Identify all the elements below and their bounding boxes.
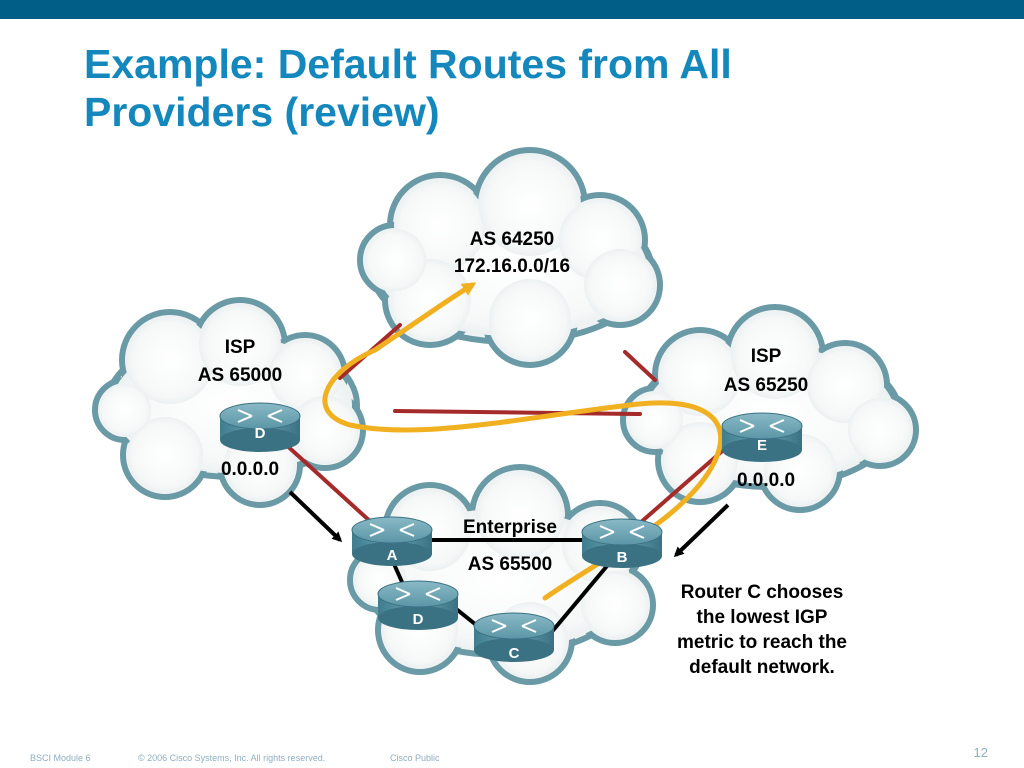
cloud-as64250 xyxy=(357,147,663,368)
router-isp-right: E xyxy=(721,412,803,462)
router-c: C xyxy=(473,612,555,662)
enterprise-as-label: AS 65500 xyxy=(468,554,553,575)
note-line-4: default network. xyxy=(689,657,835,678)
as64250-label-as: AS 64250 xyxy=(470,229,555,250)
router-d-enterprise: D xyxy=(377,580,459,630)
default-route-arrow-left xyxy=(288,490,343,543)
link-isp-left-to-isp-right xyxy=(393,409,642,416)
router-isp-left-label: D xyxy=(255,425,266,442)
footer-module: BSCI Module 6 xyxy=(30,753,91,763)
note-line-1: Router C chooses xyxy=(681,582,844,603)
isp-right-label-as: AS 65250 xyxy=(724,375,809,396)
top-banner xyxy=(0,0,1024,19)
slide-title-line-2: Providers (review) xyxy=(84,89,440,135)
enterprise-label: Enterprise xyxy=(463,517,557,538)
router-arrows-icon xyxy=(491,619,537,633)
isp-right-label-isp: ISP xyxy=(751,346,782,367)
router-isp-right-label: E xyxy=(757,437,767,454)
slide-title-line-1: Example: Default Routes from All xyxy=(84,41,732,87)
router-c-note: Router C chooses the lowest IGP metric t… xyxy=(677,582,847,678)
router-d-enterprise-label: D xyxy=(413,611,424,628)
link-e-to-as64250 xyxy=(623,350,657,382)
isp-left-label-as: AS 65000 xyxy=(198,365,283,386)
router-b: B xyxy=(581,518,663,568)
slide-title: Example: Default Routes from All Provide… xyxy=(84,40,984,136)
footer-copyright: © 2006 Cisco Systems, Inc. All rights re… xyxy=(138,753,326,763)
router-arrows-icon xyxy=(395,587,441,601)
as64250-label-prefix: 172.16.0.0/16 xyxy=(454,256,570,277)
router-arrows-icon xyxy=(237,409,283,423)
router-b-label: B xyxy=(617,549,628,566)
router-arrows-icon xyxy=(369,523,415,537)
link-c-to-b xyxy=(543,558,614,642)
footer-classification: Cisco Public xyxy=(390,753,440,763)
isp-right-default-route: 0.0.0.0 xyxy=(737,470,795,491)
default-route-arrow-right xyxy=(673,503,730,558)
isp-left-label-isp: ISP xyxy=(225,337,256,358)
router-c-label: C xyxy=(509,645,520,662)
note-line-2: the lowest IGP xyxy=(697,607,828,628)
router-a-label: A xyxy=(387,547,398,564)
isp-left-default-route: 0.0.0.0 xyxy=(221,459,279,480)
router-a: A xyxy=(351,516,433,566)
page-number: 12 xyxy=(973,745,988,760)
router-arrows-icon xyxy=(599,525,645,539)
router-isp-left: D xyxy=(219,402,301,452)
router-arrows-icon xyxy=(739,419,785,433)
note-line-3: metric to reach the xyxy=(677,632,847,653)
default-route-path xyxy=(322,282,724,601)
